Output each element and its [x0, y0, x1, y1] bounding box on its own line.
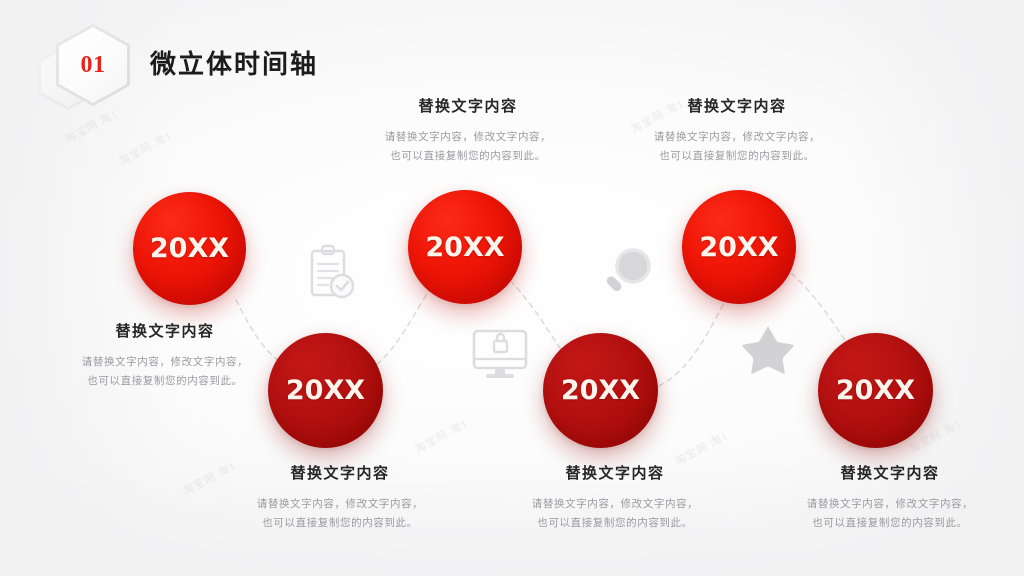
timeline-node-3[interactable]: 20XX [408, 190, 522, 304]
text-block-line-1: 请替换文字内容，修改文字内容， [531, 498, 699, 510]
node-year-label: 20XX [835, 375, 916, 406]
text-block-title: 替换文字内容 [418, 97, 518, 115]
text-block-line-1: 请替换文字内容，修改文字内容， [653, 131, 821, 143]
slide-header: 01 微立体时间轴 [0, 0, 1024, 110]
text-block-5: 替换文字内容 请替换文字内容，修改文字内容， 也可以直接复制您的内容到此。 [612, 95, 862, 166]
page-title: 微立体时间轴 [150, 50, 319, 80]
monitor-lock-icon [472, 329, 528, 378]
node-year-label: 20XX [560, 375, 641, 406]
node-year-label: 20XX [699, 231, 779, 263]
text-block-line-2: 也可以直接复制您的内容到此。 [390, 150, 546, 162]
node-year-label: 20XX [425, 231, 505, 263]
timeline-node-5[interactable]: 20XX [682, 190, 796, 304]
text-block-title: 替换文字内容 [840, 464, 940, 482]
node-year-label: 20XX [285, 375, 366, 406]
text-block-line-2: 也可以直接复制您的内容到此。 [87, 375, 243, 387]
text-block-line-1: 请替换文字内容，修改文字内容， [81, 356, 249, 368]
timeline-node-4[interactable]: 20XX [543, 333, 658, 448]
text-block-title: 替换文字内容 [687, 97, 787, 115]
text-block-line-2: 也可以直接复制您的内容到此。 [537, 517, 693, 529]
text-block-title: 替换文字内容 [565, 464, 665, 482]
text-block-title: 替换文字内容 [290, 464, 390, 482]
node-year-label: 20XX [149, 233, 230, 264]
text-block-line-2: 也可以直接复制您的内容到此。 [812, 517, 968, 529]
section-badge: 01 [36, 24, 144, 110]
magnifier-icon [606, 248, 651, 292]
text-block-6: 替换文字内容 请替换文字内容，修改文字内容， 也可以直接复制您的内容到此。 [765, 462, 1015, 533]
text-block-3: 替换文字内容 请替换文字内容，修改文字内容， 也可以直接复制您的内容到此。 [343, 95, 593, 166]
text-block-2: 替换文字内容 请替换文字内容，修改文字内容， 也可以直接复制您的内容到此。 [215, 462, 465, 533]
timeline-node-2[interactable]: 20XX [268, 333, 383, 448]
star-icon [742, 326, 794, 374]
text-block-line-2: 也可以直接复制您的内容到此。 [659, 150, 815, 162]
section-number: 01 [80, 51, 106, 78]
bottom-edge-shading [0, 456, 1024, 576]
timeline-node-6[interactable]: 20XX [818, 333, 933, 448]
text-block-1: 替换文字内容 请替换文字内容，修改文字内容， 也可以直接复制您的内容到此。 [40, 320, 290, 391]
text-block-4: 替换文字内容 请替换文字内容，修改文字内容， 也可以直接复制您的内容到此。 [490, 462, 740, 533]
timeline-node-1[interactable]: 20XX [133, 192, 246, 305]
text-block-title: 替换文字内容 [115, 322, 215, 340]
text-block-line-2: 也可以直接复制您的内容到此。 [262, 517, 418, 529]
text-block-line-1: 请替换文字内容，修改文字内容， [806, 498, 974, 510]
clipboard-check-icon [310, 244, 355, 299]
text-block-line-1: 请替换文字内容，修改文字内容， [384, 131, 552, 143]
text-block-line-1: 请替换文字内容，修改文字内容， [256, 498, 424, 510]
